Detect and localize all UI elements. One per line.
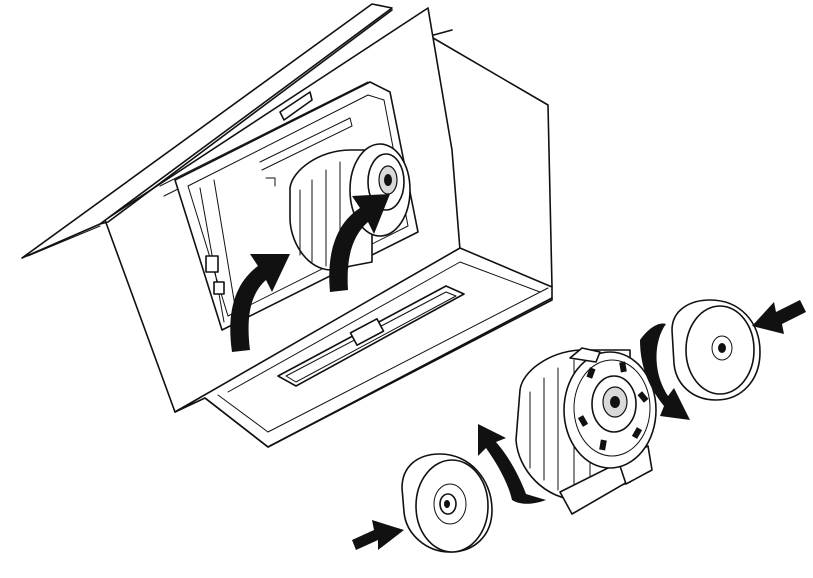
grease-filter	[277, 285, 465, 387]
rotate-arrow-left	[478, 424, 546, 504]
push-arrow-right	[752, 300, 806, 334]
push-arrow-left	[352, 520, 404, 550]
fan-cover-left	[401, 453, 493, 553]
insert-arrow-left	[230, 254, 290, 352]
motor-unit-exploded	[515, 347, 657, 515]
fan-blades	[577, 361, 649, 451]
fan-cover-right	[671, 299, 761, 401]
rotate-arrow-right	[640, 323, 690, 420]
insert-arrow-right	[329, 194, 390, 292]
installed-motor	[289, 143, 411, 271]
